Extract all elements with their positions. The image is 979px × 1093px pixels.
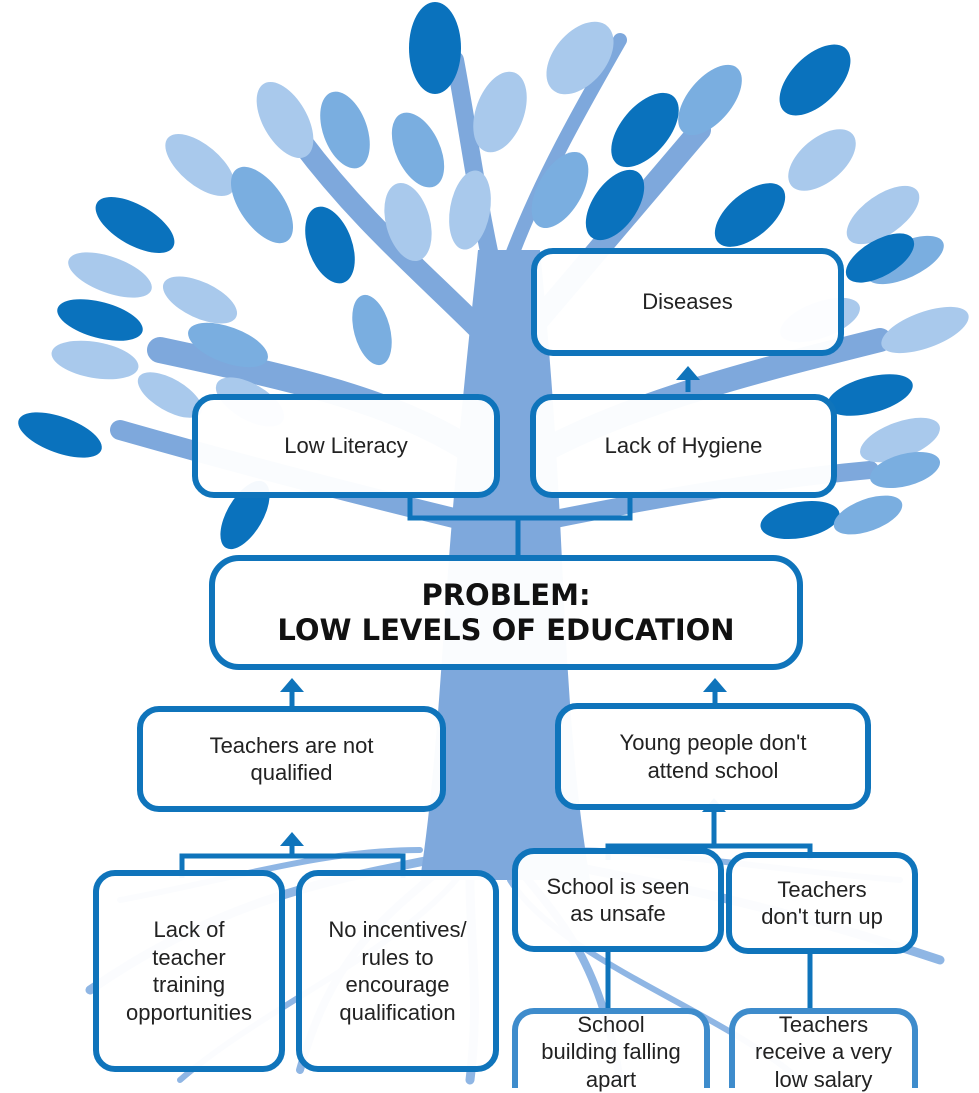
leaf — [869, 451, 941, 489]
leaf — [230, 166, 294, 244]
teachers-causes-arrowhead — [280, 832, 304, 846]
leaf — [305, 206, 355, 284]
diseases-box: Diseases — [531, 248, 844, 356]
lack-of-training-box: Lack of teacher training opportunities — [93, 870, 285, 1072]
leaf — [531, 152, 589, 228]
leaf — [409, 2, 461, 94]
leaf — [352, 294, 392, 366]
school-unsafe-label: School is seen as unsafe — [546, 873, 690, 927]
leaf — [165, 133, 235, 197]
building-falling-apart-box: School building falling apart — [512, 1008, 710, 1092]
school-unsafe-box: School is seen as unsafe — [512, 848, 724, 952]
lack-of-training-label: Lack of teacher training opportunities — [126, 917, 252, 1025]
low-salary-label: Teachers receive a very low salary — [755, 1011, 892, 1092]
teachers-dont-turn-up-box: Teachers don't turn up — [726, 852, 918, 954]
problem-subtitle: LOW LEVELS OF EDUCATION — [277, 612, 735, 647]
low-literacy-box: Low Literacy — [192, 394, 500, 498]
leaf — [714, 183, 786, 247]
lack-of-hygiene-box: Lack of Hygiene — [530, 394, 837, 498]
leaf — [188, 322, 268, 368]
leaf — [585, 169, 645, 241]
leaf — [57, 299, 143, 341]
leaf — [833, 495, 903, 535]
leaf — [845, 233, 915, 283]
young-people-box: Young people don't attend school — [555, 703, 871, 810]
low-salary-box: Teachers receive a very low salary — [729, 1008, 918, 1092]
teachers-not-qualified-label: Teachers are not qualified — [209, 732, 374, 786]
low-literacy-label: Low Literacy — [284, 433, 408, 459]
problem-title: PROBLEM: — [421, 577, 591, 612]
leaf — [384, 182, 432, 262]
leaf — [860, 417, 940, 463]
problem-box: PROBLEM: LOW LEVELS OF EDUCATION — [209, 555, 803, 670]
problem-right-arrowhead — [703, 678, 727, 692]
leaf — [881, 306, 969, 354]
leaf — [846, 185, 920, 245]
problem-left-arrowhead — [280, 678, 304, 692]
leaf — [95, 197, 175, 253]
leaf — [788, 129, 856, 191]
leaf — [68, 252, 152, 298]
leaf — [546, 21, 614, 95]
leaf — [827, 374, 913, 416]
teachers-dont-turn-up-label: Teachers don't turn up — [761, 876, 883, 930]
leaf — [320, 91, 370, 169]
leaf — [51, 340, 139, 380]
leaf — [256, 82, 314, 158]
leaf — [473, 71, 527, 153]
leaf — [18, 412, 102, 458]
lack-of-hygiene-label: Lack of Hygiene — [604, 433, 763, 459]
leaf — [162, 276, 238, 324]
diseases-arrowhead — [676, 366, 700, 380]
young-people-label: Young people don't attend school — [619, 730, 807, 783]
leaf — [137, 372, 203, 418]
teachers-not-qualified-box: Teachers are not qualified — [137, 706, 446, 812]
building-falling-apart-label: School building falling apart — [541, 1011, 681, 1092]
leaf — [391, 112, 445, 188]
leaf — [449, 170, 491, 250]
no-incentives-label: No incentives/ rules to encourage qualif… — [328, 917, 467, 1025]
leaf — [760, 500, 840, 540]
leaf — [611, 92, 679, 168]
effects-connector — [407, 496, 633, 556]
leaf — [779, 44, 851, 116]
no-incentives-box: No incentives/ rules to encourage qualif… — [296, 870, 499, 1072]
leaf — [678, 64, 742, 136]
tree-leaves — [18, 2, 969, 550]
diseases-label: Diseases — [642, 289, 733, 315]
